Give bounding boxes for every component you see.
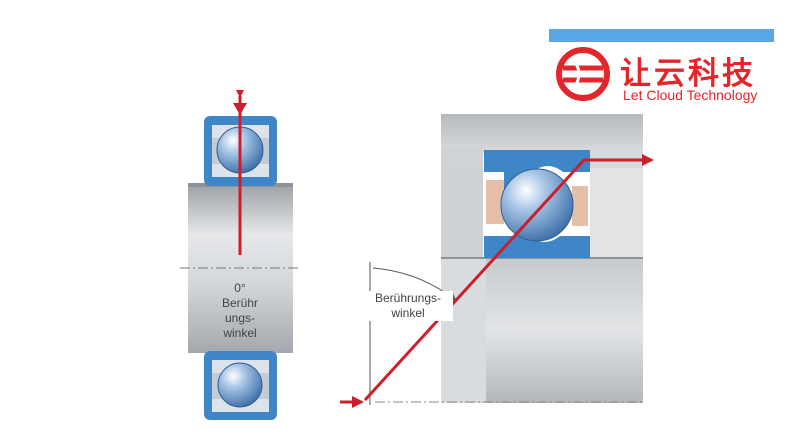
left-angle-label-line1: Berühr ungs-: [221, 296, 259, 325]
left-angle-label: 0° Berühr ungs- winkel: [210, 281, 270, 341]
left-angle-label-line2: winkel: [223, 326, 257, 340]
left-load-arrow-icon: [233, 103, 247, 115]
swirl-logo-icon: [556, 47, 610, 101]
right-angle-label: Berührungs- winkel: [363, 291, 453, 321]
logo-name-en: Let Cloud Technology: [623, 87, 758, 103]
right-angle-label-line1: Berührungs-: [374, 291, 442, 305]
right-shaft: [486, 258, 643, 403]
right-cage-left: [486, 180, 504, 224]
right-housing: [441, 114, 643, 153]
left-angle-value: 0°: [234, 281, 246, 295]
right-bearing: [340, 114, 654, 408]
left-bearing: [180, 90, 300, 420]
right-input-arrow-icon: [352, 396, 364, 408]
logo-top-bar: [549, 29, 774, 42]
right-output-arrow-icon: [642, 154, 654, 166]
right-cage-right: [572, 186, 588, 226]
right-angle-label-line2: winkel: [391, 306, 425, 320]
left-bottom-bearing: [204, 351, 277, 420]
left-bottom-ball: [217, 362, 263, 408]
right-ball: [500, 168, 574, 242]
logo-name-zh: 让云科技: [620, 56, 756, 91]
